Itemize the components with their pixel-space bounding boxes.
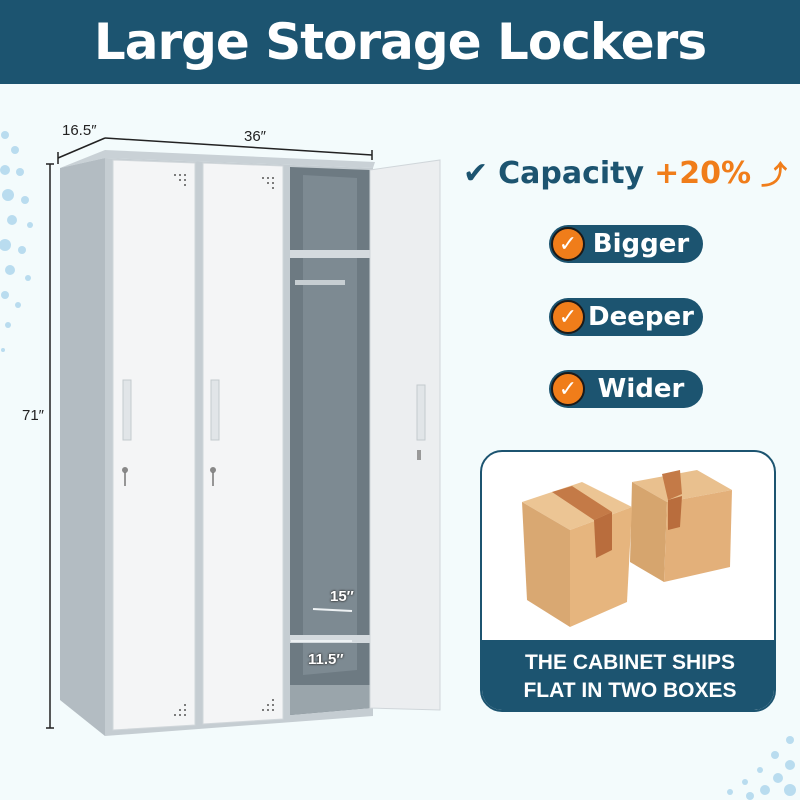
depth-dimension-label: 16.5″ [62,122,97,139]
capacity-value: +20% [654,155,752,191]
locker-cabinet-illustration [60,150,441,736]
checkmark-icon: ✔ [463,155,489,191]
orange-check-icon: ✓ [551,227,585,261]
shipping-caption-line2: FLAT IN TWO BOXES [523,679,737,702]
feature-pill-bigger: ✓ Bigger [549,225,703,263]
header-banner: Large Storage Lockers [0,0,800,84]
feature-label: Bigger [592,229,690,259]
shipping-caption: THE CABINET SHIPS FLAT IN TWO BOXES [482,640,774,710]
capacity-label: Capacity [498,155,645,191]
shipping-caption-line1: THE CABINET SHIPS [524,651,736,674]
feature-label: Wider [597,374,685,404]
arrow-up-icon: ⤴ [761,160,788,191]
orange-check-icon: ✓ [551,372,585,406]
cardboard-boxes-illustration [522,470,732,627]
decorative-dots-left [0,131,33,352]
decorative-dots-right [727,736,796,800]
feature-pill-wider: ✓ Wider [549,370,703,408]
page-title: Large Storage Lockers [93,13,707,71]
capacity-heading: ✔ Capacity +20% ⤴ [463,150,793,196]
shelf-clearance-label: 15″ [330,588,354,605]
height-dimension-label: 71″ [22,407,44,424]
bottom-clearance-label: 11.5″ [308,651,344,668]
feature-pill-deeper: ✓ Deeper [549,298,703,336]
feature-label: Deeper [588,302,694,332]
orange-check-icon: ✓ [551,300,585,334]
shipping-info-card: THE CABINET SHIPS FLAT IN TWO BOXES [480,450,776,712]
